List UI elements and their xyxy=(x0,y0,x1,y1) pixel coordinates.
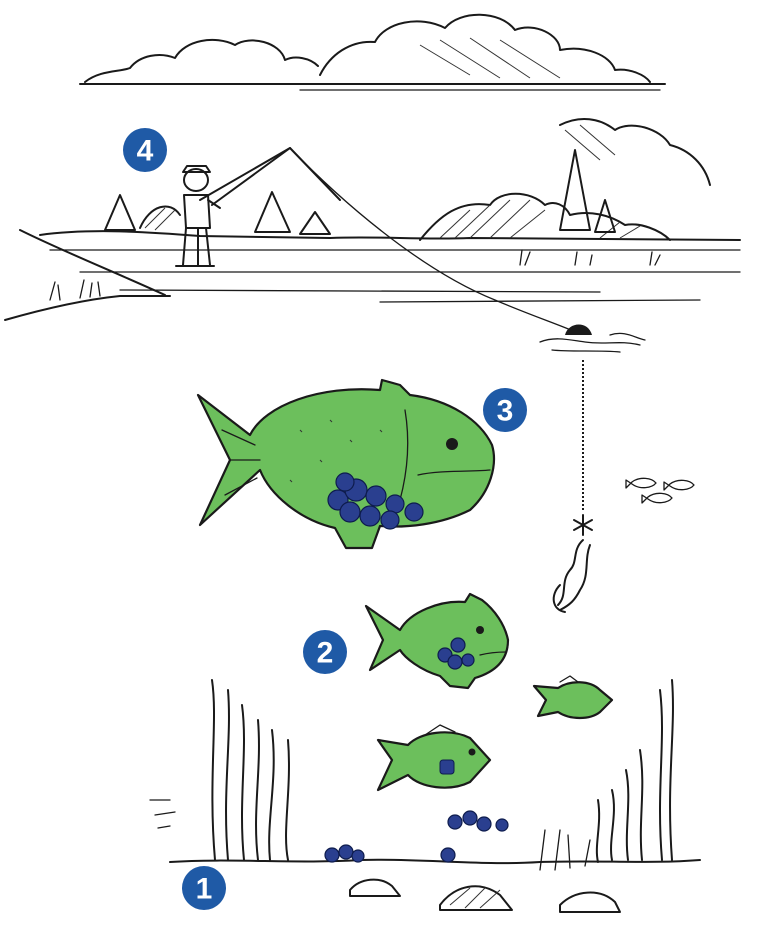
small-fish xyxy=(378,725,490,790)
badge-2-label: 2 xyxy=(317,637,334,670)
fisherman-icon xyxy=(176,166,220,266)
small-fish xyxy=(534,676,612,718)
near-bank xyxy=(5,230,170,320)
badge-3: 3 xyxy=(483,388,527,432)
lake-bottom xyxy=(150,800,700,912)
bobber-icon xyxy=(540,324,645,352)
minnow-school xyxy=(626,478,694,503)
badge-4-label: 4 xyxy=(137,135,154,168)
badge-1: 1 xyxy=(182,866,226,910)
mountain xyxy=(200,148,340,200)
badge-4: 4 xyxy=(123,128,167,172)
egg-cluster xyxy=(325,811,508,862)
worm-hook-icon xyxy=(554,360,592,612)
fishing-line xyxy=(290,148,578,333)
badge-3-label: 3 xyxy=(497,395,514,428)
reeds xyxy=(520,250,660,265)
badge-2: 2 xyxy=(303,630,347,674)
medium-fish xyxy=(366,594,508,688)
large-fish xyxy=(198,380,494,548)
cloud-icon xyxy=(80,15,665,90)
fishing-rod xyxy=(212,148,290,205)
tree-icon xyxy=(105,150,615,234)
badge-1-label: 1 xyxy=(196,873,213,906)
